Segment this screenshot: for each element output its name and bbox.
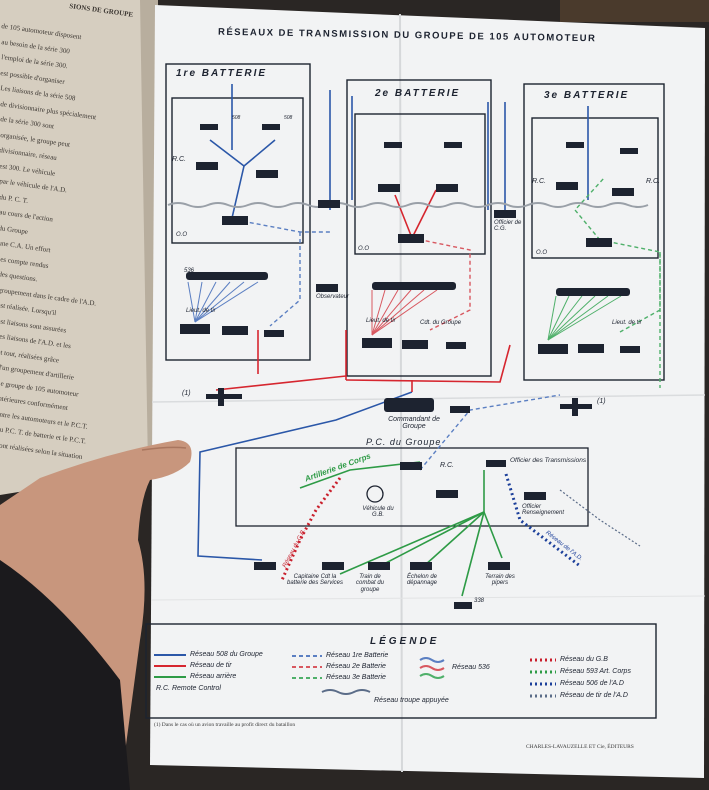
fold-crease-v bbox=[399, 13, 403, 773]
label-oo-2: O.O bbox=[358, 246, 370, 252]
tank-icon bbox=[180, 124, 640, 609]
label-lieut-tir-3: Lieut. de tir bbox=[612, 320, 642, 326]
legend-item: Réseau troupe appuyée bbox=[374, 697, 449, 704]
label-oo-3: O.O bbox=[536, 250, 548, 256]
label-338: 338 bbox=[474, 598, 485, 604]
terrain-line bbox=[167, 202, 649, 208]
net-arriere bbox=[299, 461, 503, 597]
label-terrain: Terrain des pipers bbox=[485, 574, 515, 587]
label-vehicule-gb: Véhicule du G.B. bbox=[362, 506, 394, 519]
label-cdt-groupe: Cdt. du Groupe bbox=[420, 320, 462, 326]
battery-2-title: 2e BATTERIE bbox=[375, 88, 461, 99]
battery-1-title: 1re BATTERIE bbox=[176, 68, 268, 79]
label-commandant: Commandant de Groupe bbox=[388, 416, 440, 431]
label-marker-right: (1) bbox=[597, 398, 606, 405]
label-pc: P.C. du Groupe bbox=[366, 437, 442, 447]
printer-credit: CHARLES-LAVAUZELLE ET Cie, ÉDITEURS bbox=[526, 744, 634, 750]
legend-item: Réseau du G.B bbox=[560, 656, 608, 663]
net-gb bbox=[280, 477, 342, 581]
net-batt2-fan bbox=[371, 289, 438, 336]
label-508-b: 508 bbox=[284, 115, 293, 121]
label-observateur: Observateur bbox=[316, 294, 350, 300]
label-oo-1: O.O bbox=[176, 232, 188, 238]
legend-item: Réseau arrière bbox=[190, 673, 237, 680]
wood-edge bbox=[560, 0, 709, 22]
label-rc-pc: R.C. bbox=[440, 462, 454, 469]
label-officier-cdg: Officier de C.G. bbox=[494, 220, 522, 233]
legend-item: Réseau de tir de l'A.D bbox=[560, 692, 628, 699]
net-508 bbox=[197, 84, 589, 561]
pc-box bbox=[235, 447, 589, 527]
footnote: (1) Dans le cas où un avion travaille au… bbox=[154, 722, 296, 728]
label-off-renseignement: Officier Renseignement bbox=[522, 504, 565, 517]
legend-item: Réseau 506 de l'A.D bbox=[560, 680, 624, 687]
label-rc-3: R.C. bbox=[532, 178, 546, 185]
net-tir bbox=[215, 189, 511, 392]
label-marker-left: (1) bbox=[182, 390, 191, 397]
label-rc-1: R.C. bbox=[172, 156, 186, 163]
airplane-icon bbox=[206, 388, 592, 416]
legend-item: Réseau de tir bbox=[190, 662, 232, 669]
hand bbox=[0, 440, 192, 790]
label-508-a: 508 bbox=[232, 115, 241, 121]
net-ad bbox=[504, 473, 581, 568]
legend-item: Réseau 2e Batterie bbox=[326, 663, 386, 670]
battery-3-box bbox=[523, 83, 665, 381]
net-batt1-fan bbox=[187, 281, 259, 323]
battery-1-box bbox=[165, 63, 311, 361]
legend-title: LÉGENDE bbox=[370, 636, 440, 647]
net-batt3-fan bbox=[547, 295, 622, 341]
label-off-transmissions: Officier des Transmissions bbox=[510, 457, 587, 464]
label-echelon: Échelon de dépannage bbox=[406, 574, 438, 587]
map-sheet bbox=[150, 5, 705, 778]
vehicule-gb-icon bbox=[366, 485, 384, 503]
book-page bbox=[0, 0, 154, 495]
legend-item: R.C. Remote Control bbox=[156, 685, 221, 692]
label-lieut-tir-1: Lieut. de tir bbox=[186, 308, 216, 314]
fold-crease-h2 bbox=[151, 595, 706, 601]
label-rc-batt3: R.C. bbox=[646, 178, 660, 185]
legend-item: Réseau 593 Art. Corps bbox=[560, 668, 631, 675]
label-536-1: 536 bbox=[184, 268, 195, 274]
legend-item: Réseau 3e Batterie bbox=[326, 674, 386, 681]
legend-box bbox=[145, 623, 657, 719]
label-lieut-tir-2: Lieut. de tir bbox=[366, 318, 396, 324]
label-train-combat: Train de combat du groupe bbox=[355, 574, 385, 593]
battery-3-title: 3e BATTERIE bbox=[544, 90, 630, 101]
legend-item: Réseau 536 bbox=[452, 664, 490, 671]
legend-item: Réseau 1re Batterie bbox=[326, 652, 389, 659]
battery-2-box bbox=[346, 79, 492, 377]
label-capitaine: Capitaine Cdt la batterie des Services bbox=[286, 574, 344, 587]
legend-item: Réseau 508 du Groupe bbox=[190, 651, 263, 658]
net-troupe bbox=[559, 489, 641, 547]
legend-swatches bbox=[154, 654, 556, 698]
